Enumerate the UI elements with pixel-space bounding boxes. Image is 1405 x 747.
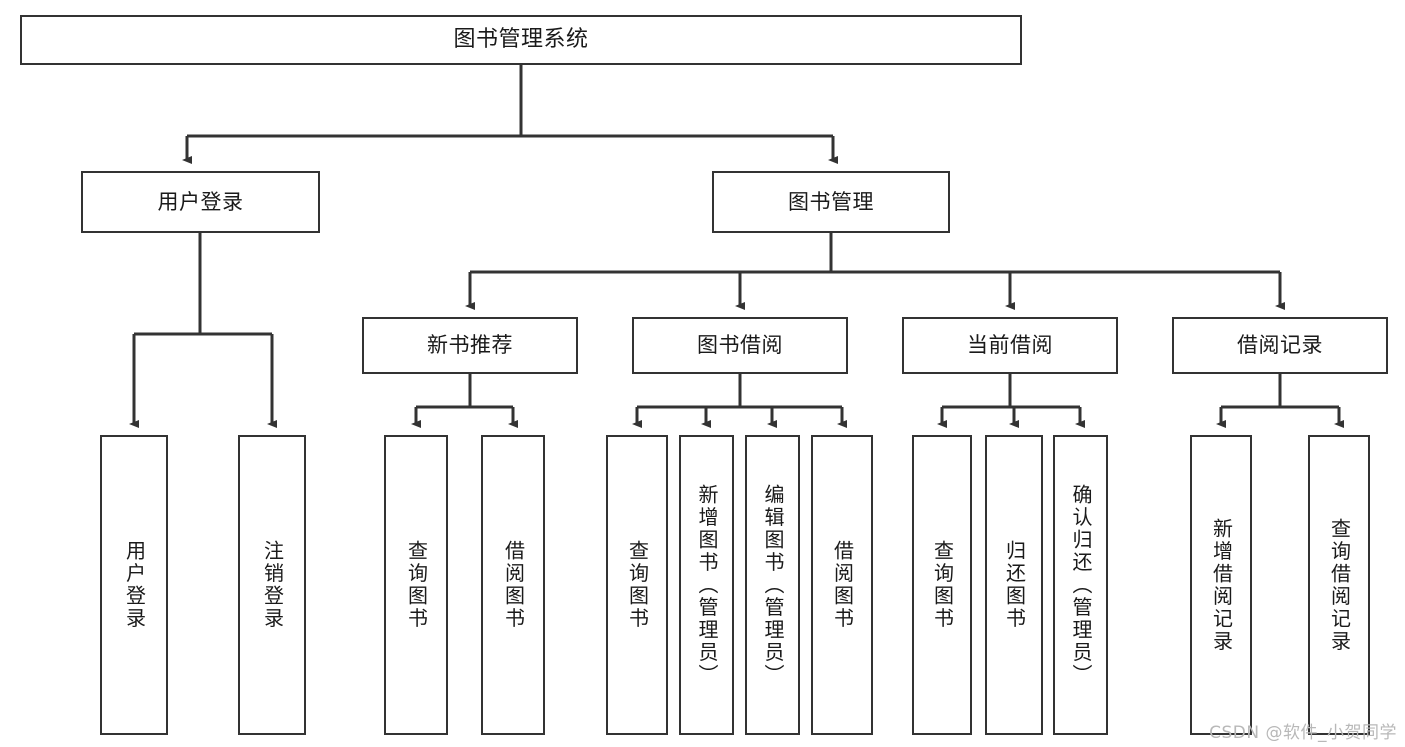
node-new-book-recommend-label: 新书推荐 <box>427 333 513 358</box>
node-leaf-query-borrow-record-label: 查询借阅记录 <box>1327 517 1352 653</box>
node-leaf-edit-book-admin[interactable]: 编辑图书（管理员） <box>745 435 800 735</box>
node-leaf-user-login[interactable]: 用户登录 <box>100 435 168 735</box>
node-root[interactable]: 图书管理系统 <box>20 15 1022 65</box>
node-leaf-query-book-borrow[interactable]: 查询图书 <box>606 435 668 735</box>
node-borrow-record-label: 借阅记录 <box>1237 333 1323 358</box>
node-leaf-query-book-recommend[interactable]: 查询图书 <box>384 435 448 735</box>
node-leaf-add-borrow-record-label: 新增借阅记录 <box>1209 517 1234 653</box>
node-leaf-user-logout-label: 注销登录 <box>260 540 285 630</box>
node-leaf-borrow-book-label: 借阅图书 <box>830 540 855 630</box>
node-leaf-add-borrow-record[interactable]: 新增借阅记录 <box>1190 435 1252 735</box>
node-leaf-query-book-recommend-label: 查询图书 <box>404 540 429 630</box>
node-user-login-label: 用户登录 <box>157 189 244 214</box>
node-leaf-query-book-current-label: 查询图书 <box>930 540 955 630</box>
node-current-borrow[interactable]: 当前借阅 <box>902 317 1118 374</box>
node-leaf-borrow-book-recommend[interactable]: 借阅图书 <box>481 435 545 735</box>
node-leaf-return-book-label: 归还图书 <box>1002 540 1027 630</box>
watermark-text: CSDN @软件_小贺同学 <box>1209 723 1397 743</box>
node-borrow-record[interactable]: 借阅记录 <box>1172 317 1388 374</box>
node-root-label: 图书管理系统 <box>453 27 589 53</box>
node-leaf-query-book-current[interactable]: 查询图书 <box>912 435 972 735</box>
node-leaf-user-login-label: 用户登录 <box>122 540 147 630</box>
node-user-login[interactable]: 用户登录 <box>81 171 320 233</box>
node-leaf-return-book[interactable]: 归还图书 <box>985 435 1043 735</box>
node-leaf-edit-book-admin-label: 编辑图书（管理员） <box>761 483 785 687</box>
node-book-manage-label: 图书管理 <box>788 189 874 214</box>
node-leaf-query-borrow-record[interactable]: 查询借阅记录 <box>1308 435 1370 735</box>
node-leaf-user-logout[interactable]: 注销登录 <box>238 435 306 735</box>
node-leaf-add-book-admin[interactable]: 新增图书（管理员） <box>679 435 734 735</box>
node-book-manage[interactable]: 图书管理 <box>712 171 950 233</box>
node-leaf-confirm-return-admin[interactable]: 确认归还（管理员） <box>1053 435 1108 735</box>
node-book-borrow-label: 图书借阅 <box>697 333 783 358</box>
node-leaf-borrow-book-recommend-label: 借阅图书 <box>501 540 526 630</box>
node-leaf-query-book-borrow-label: 查询图书 <box>625 540 650 630</box>
node-new-book-recommend[interactable]: 新书推荐 <box>362 317 578 374</box>
node-current-borrow-label: 当前借阅 <box>967 333 1053 358</box>
node-book-borrow[interactable]: 图书借阅 <box>632 317 848 374</box>
node-leaf-add-book-admin-label: 新增图书（管理员） <box>695 483 719 687</box>
node-leaf-confirm-return-admin-label: 确认归还（管理员） <box>1069 483 1093 687</box>
node-leaf-borrow-book[interactable]: 借阅图书 <box>811 435 873 735</box>
